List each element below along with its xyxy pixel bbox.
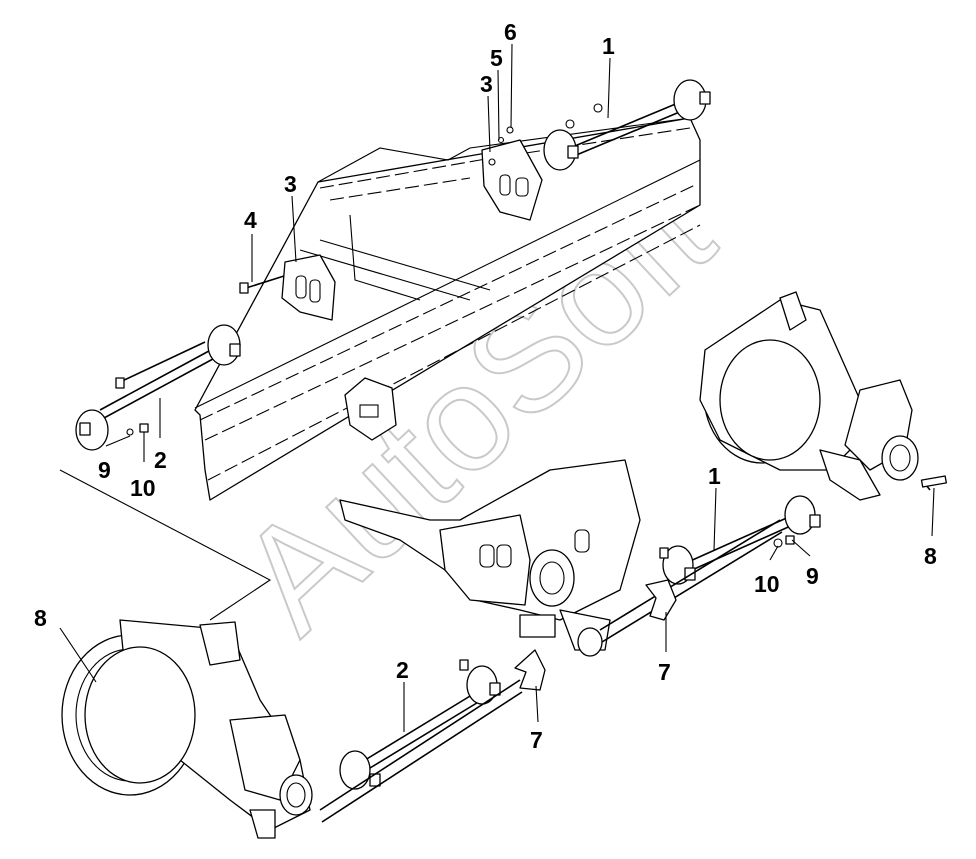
callout-1-top: 1: [602, 33, 615, 59]
callout-8-left: 8: [34, 605, 47, 631]
center-mount: [344, 377, 397, 441]
leader-line-frame: [59, 469, 272, 621]
torque-rod-2-lower: [339, 659, 501, 790]
callout-4: 4: [244, 207, 257, 233]
torque-rod-1-upper: [497, 79, 711, 171]
callout-6: 6: [504, 19, 517, 45]
callout-2-lower: 2: [396, 657, 409, 683]
torque-rod-1-lower: [659, 475, 947, 585]
upper-bracket-right: [481, 139, 543, 221]
callout-7-left: 7: [530, 727, 543, 753]
axle-housing-right: [699, 291, 919, 501]
axle-center-housing: [339, 459, 641, 657]
callout-labels: 1 5 6 3 3 4 2 9 10 1 10 9 8 8 2 7 7: [34, 19, 937, 753]
callout-9-right: 9: [806, 563, 819, 589]
clamp-7-right: [645, 579, 677, 621]
torque-rod-2-upper: [75, 324, 241, 451]
callout-9-left: 9: [98, 457, 111, 483]
upper-bracket-left: [281, 254, 336, 321]
callout-1-lower: 1: [708, 463, 721, 489]
bolt-4: [239, 275, 285, 294]
frame-rail: [194, 117, 701, 501]
leader-lines: [59, 43, 935, 732]
clamp-7-left: [514, 649, 546, 691]
callout-5: 5: [490, 45, 503, 71]
callout-10-left: 10: [130, 475, 156, 501]
callout-3-upper: 3: [480, 71, 493, 97]
callout-3-left: 3: [284, 171, 297, 197]
callout-2-upper: 2: [154, 447, 167, 473]
callout-7-right: 7: [658, 659, 671, 685]
axle-shaft: [319, 519, 783, 823]
axle-housing-left: [61, 619, 313, 839]
callout-8-right: 8: [924, 543, 937, 569]
callout-10-right: 10: [754, 571, 780, 597]
